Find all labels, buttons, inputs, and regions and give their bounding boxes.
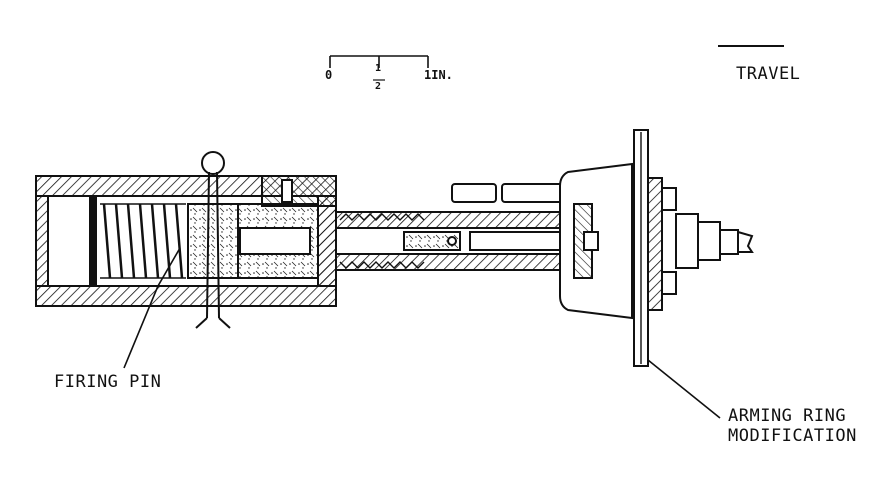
firing-pin-housing bbox=[35, 175, 337, 307]
connecting-shaft bbox=[335, 211, 587, 271]
spring-icon bbox=[100, 203, 186, 279]
arming-ring-label-line2: MODIFICATION bbox=[728, 426, 857, 446]
guide-pins bbox=[451, 183, 565, 203]
scale-half-numerator: 1 bbox=[375, 63, 382, 74]
arming-ring-label-line1: ARMING RING bbox=[728, 406, 847, 426]
cotter-pin-icon bbox=[195, 151, 231, 329]
nut-bolt-icon bbox=[661, 187, 754, 295]
scale-half-denominator: 2 bbox=[375, 81, 382, 92]
scale-one-inch-label: 1IN. bbox=[424, 68, 453, 82]
firing-pin-label: FIRING PIN bbox=[54, 372, 162, 392]
scale-bar bbox=[329, 55, 429, 81]
scale-zero-label: 0 bbox=[325, 68, 333, 82]
leader-lines bbox=[123, 247, 721, 419]
travel-label: TRAVEL bbox=[736, 64, 801, 84]
arming-housing bbox=[559, 162, 633, 320]
arming-ring-plate bbox=[633, 129, 663, 367]
